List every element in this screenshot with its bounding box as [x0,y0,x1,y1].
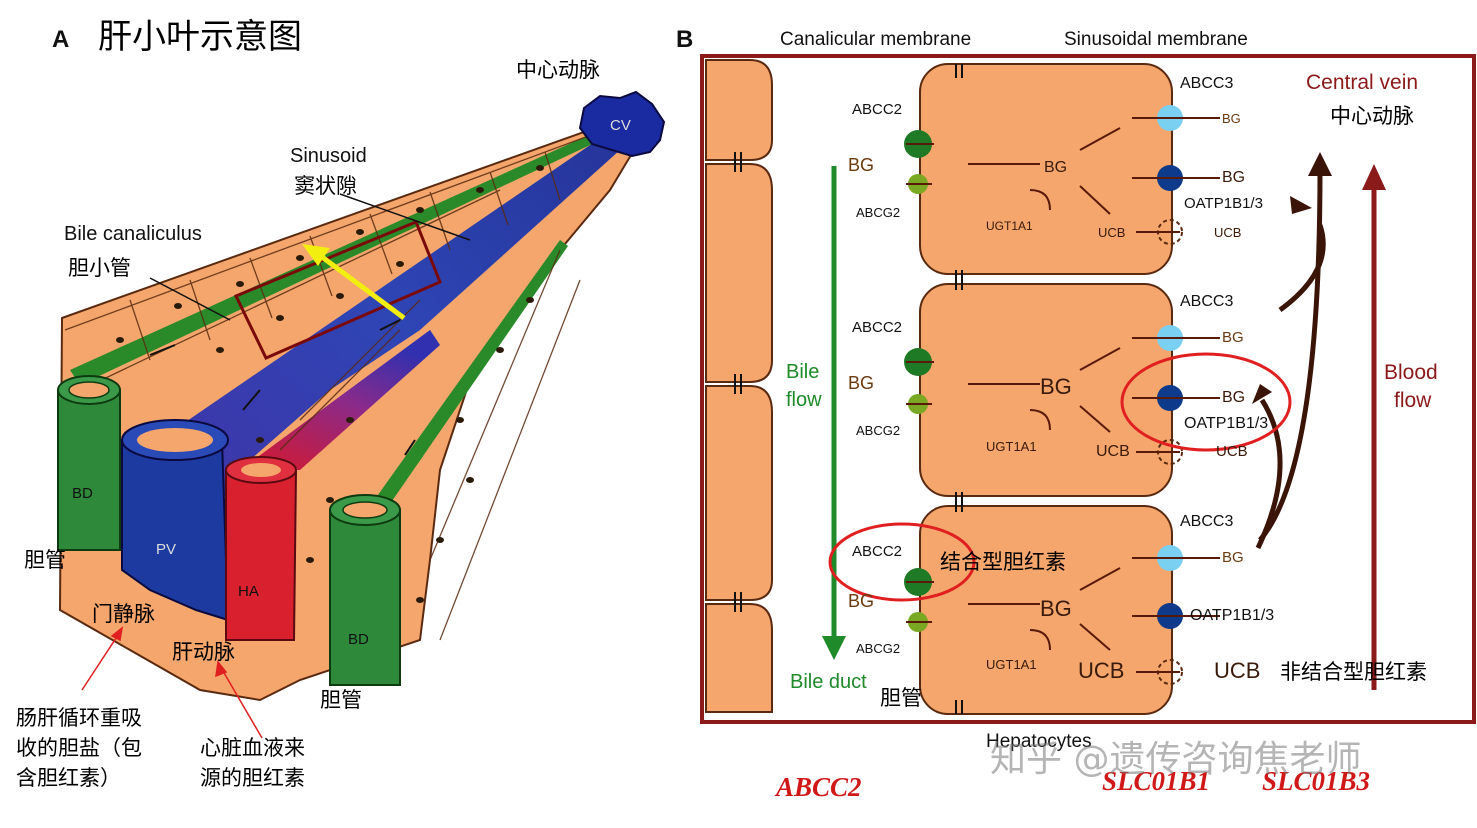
gene-abcc2: ABCC2 [776,772,862,802]
curved-flow-arrowheads [1252,152,1332,404]
bile-duct-en: Bile duct [790,671,867,693]
bg-right-a-r2: BG [1222,329,1244,346]
panel-a: A 肝小叶示意图 [0,0,680,828]
central-vein-cn: 中心动脉 [1330,104,1414,128]
bile-flow-arrow [822,166,846,660]
cv-label: CV [610,117,631,134]
bg-left-r3: BG [848,591,875,611]
central-vein-en: Central vein [1306,71,1419,94]
bd-left-label: BD [72,485,93,502]
bg-center-r2: BG [1040,374,1072,399]
blood-flow-2: flow [1394,389,1432,412]
curved-flow-arrows [1255,169,1326,550]
oatp-r2: OATP1B1/3 [1184,415,1269,432]
abcg2-r1: ABCG2 [856,205,901,220]
left-cells [705,59,773,713]
blood-flow-arrow [1362,164,1386,690]
bg-right-a-r1: BG [1222,111,1241,126]
canalicular-membrane-label: Canalicular membrane [780,29,972,50]
bile-canaliculus-label-en: Bile canaliculus [64,223,202,245]
oatp-r3: OATP1B1/3 [1190,607,1275,624]
bg-center-r1: BG [1044,159,1068,176]
bile-duct-cn: 胆管 [880,686,922,710]
tight-junctions [734,64,963,714]
pv-label: PV [156,541,177,558]
bg-left-r2: BG [848,373,875,393]
bg-left-r1: BG [848,155,875,175]
hepatic-artery [225,456,298,641]
unconjugated-bilirubin-label: 非结合型胆红素 [1280,660,1427,684]
bile-flow-1: Bile [786,361,820,383]
zoom-box [233,220,442,360]
note-enterohepatic-3: 含胆红素） [16,766,121,790]
conjugated-bilirubin-label: 结合型胆红素 [940,550,1066,574]
portal-vein [121,419,230,622]
abcc2-r3: ABCC2 [852,543,903,560]
note-heart-blood-2: 源的胆红素 [200,766,305,790]
ucb-inner-r3: UCB [1078,658,1125,683]
sinusoid-label-cn: 窦状隙 [294,174,357,198]
abcc3-r1: ABCC3 [1180,75,1234,92]
internal-arrows [906,117,1220,673]
sinusoidal-membrane-label: Sinusoidal membrane [1064,29,1248,50]
abcc3-r3: ABCC3 [1180,513,1234,530]
abcc2-r2: ABCC2 [852,319,903,336]
flow-arrows [149,319,416,456]
bile-duct-right-cn: 胆管 [320,688,362,712]
ucb-outer-r2: UCB [1216,443,1248,460]
bg-center-r3: BG [1040,596,1072,621]
panel-b-letter: B [676,26,694,53]
bd-right-label: BD [348,631,369,648]
ugt-r1: UGT1A1 [986,219,1033,233]
ugt-r3: UGT1A1 [986,657,1037,672]
hepatocyte-grid [64,127,611,641]
bile-canaliculus-lower [360,240,568,530]
bile-duct-left-cn: 胆管 [24,548,66,572]
panel-a-letter: A [52,26,70,53]
bile-flow-2: flow [786,389,822,411]
bile-duct-right [329,494,401,686]
note-enterohepatic-1: 肠肝循环重吸 [16,706,142,730]
oatp-r1: OATP1B1/3 [1184,195,1263,212]
watermark: 知乎 @遗传咨询焦老师 [990,739,1362,780]
ha-label: HA [238,583,259,600]
gene-slco1b3: SLC01B3 [1262,766,1371,796]
arterial-channel [240,330,440,470]
central-vein [578,90,666,158]
yellow-arrow [302,244,406,321]
panel-b: B Canalicular membrane Sinusoidal membra… [676,0,1477,828]
hepatocyte-transport-diagram [700,54,1476,724]
bg-right-b-r1: BG [1222,169,1246,186]
central-vessel-label: 中心动脉 [516,58,600,82]
bg-right-b-r2: BG [1222,389,1246,406]
bg-right-a-r3: BG [1222,549,1244,566]
sinusoid-label-en: Sinusoid [290,145,367,167]
hepatocytes-label: Hepatocytes [986,731,1092,752]
hepatocytes [919,63,1173,715]
ugt-r2: UGT1A1 [986,439,1037,454]
portal-vein-cn: 门静脉 [92,602,155,626]
abcc2-r1: ABCC2 [852,101,903,118]
gene-slco1b1: SLC01B1 [1102,766,1211,796]
ucb-outer-r1: UCB [1214,225,1242,240]
highlight-ellipses [828,352,1292,602]
hepatocyte-nuclei [116,165,544,603]
note-enterohepatic-2: 收的胆盐（包 [16,736,142,760]
panel-a-title: 肝小叶示意图 [98,17,302,57]
ucb-outer-r3: UCB [1214,658,1261,683]
hepatic-artery-cn: 肝动脉 [172,640,235,664]
label-pointers [149,193,471,321]
bile-canaliculus-label-cn: 胆小管 [68,256,131,280]
bile-duct-left [57,375,121,551]
ucb-inner-r1: UCB [1098,225,1126,240]
note-heart-blood-1: 心脏血液来 [200,736,305,760]
red-pointer-arrows [81,626,263,739]
liver-lobule-diagram [57,90,666,739]
ucb-inner-r2: UCB [1096,443,1130,460]
blood-flow-1: Blood [1384,361,1438,384]
abcg2-r3: ABCG2 [856,641,901,656]
abcg2-r2: ABCG2 [856,423,901,438]
abcc3-r2: ABCC3 [1180,293,1234,310]
